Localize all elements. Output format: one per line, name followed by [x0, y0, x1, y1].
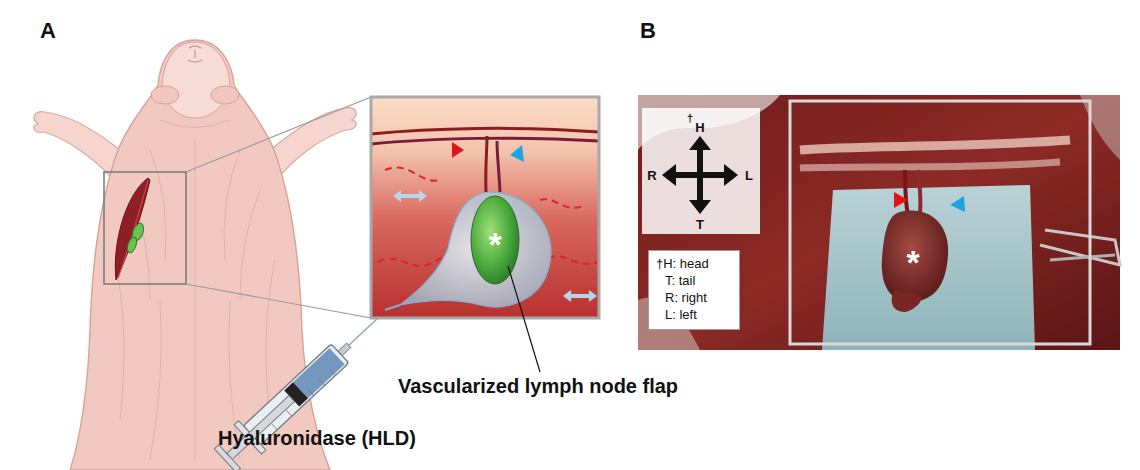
legend-box: †H: headT: tailR: rightL: left	[648, 250, 740, 330]
leader-line	[508, 266, 540, 372]
direction-label: H	[695, 121, 704, 134]
direction-label: L	[745, 169, 753, 182]
asterisk-marker: *	[488, 227, 501, 261]
surgical-photo	[638, 95, 1120, 350]
incision	[115, 178, 150, 280]
dagger-mark: †	[687, 113, 693, 124]
structure-label: Vascularized lymph node flap	[398, 376, 678, 396]
legend-text: †H: head	[656, 256, 732, 273]
panel-label: A	[40, 20, 56, 42]
direction-label: T	[696, 218, 704, 231]
legend-text: T: tail	[656, 273, 732, 290]
asterisk-marker: *	[906, 245, 919, 279]
legend-text: L: left	[656, 307, 732, 324]
zoom-line	[186, 284, 371, 318]
drug-label: Hyaluronidase (HLD)	[218, 428, 416, 448]
direction-label: R	[647, 169, 656, 182]
mouse-body	[34, 40, 357, 470]
orientation-arrows	[662, 136, 738, 214]
legend-text: R: right	[656, 290, 732, 307]
panel-label: B	[640, 20, 656, 42]
inset	[371, 97, 599, 318]
zoom-line	[186, 97, 371, 172]
zoom-box	[104, 172, 186, 284]
